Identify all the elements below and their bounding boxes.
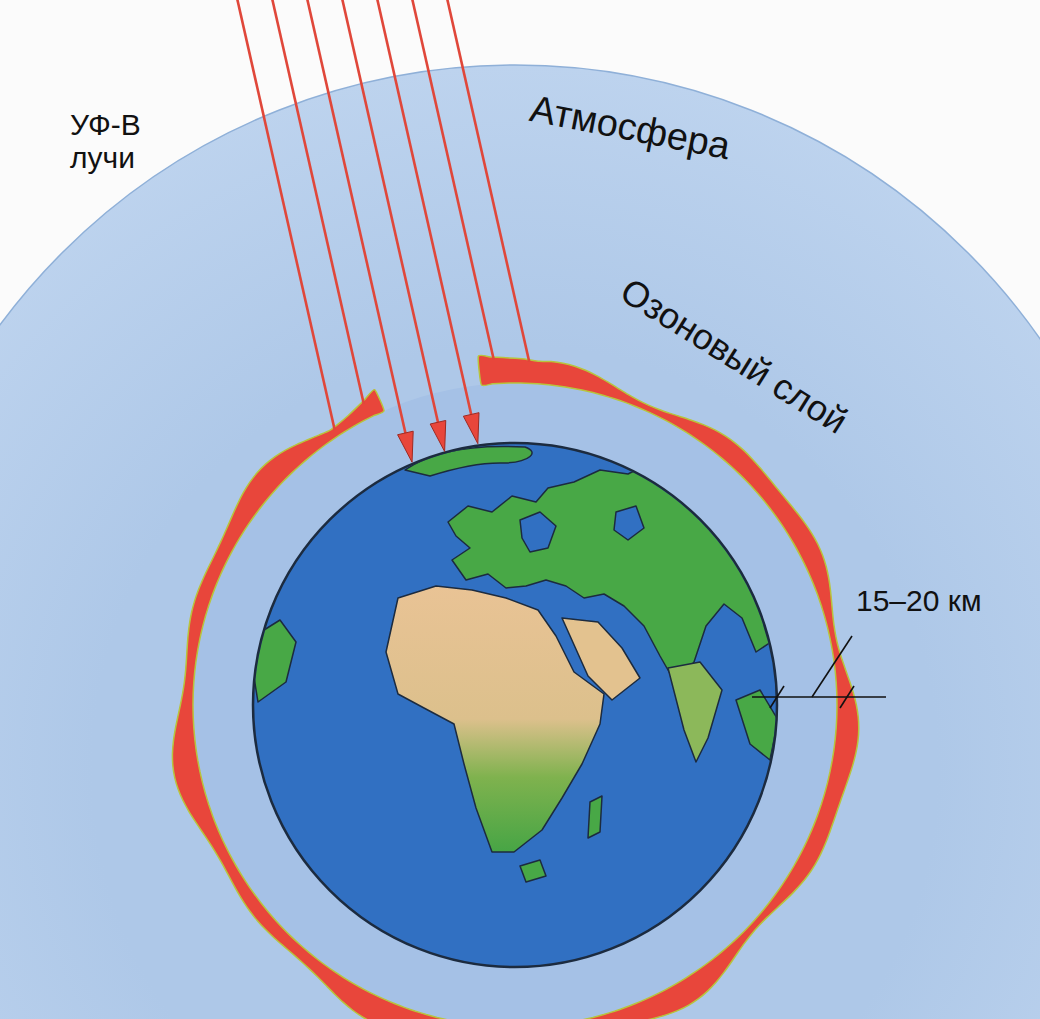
arctic-land: [405, 446, 532, 476]
dimension-marker: [752, 636, 886, 708]
madagascar: [588, 796, 602, 838]
uv-b-rays: [237, 0, 529, 462]
uv-ray: [412, 0, 494, 360]
baltic-sea: [520, 512, 556, 552]
ozone-band: [172, 355, 858, 1019]
island: [520, 860, 546, 882]
dimension-tick: [840, 686, 854, 708]
dimension-label: 15–20 км: [856, 584, 982, 617]
uv-ray: [377, 0, 473, 422]
ray-label: УФ-В лучи: [70, 108, 170, 174]
inland-sea: [614, 506, 644, 540]
arrowhead: [463, 413, 479, 444]
earth: [248, 443, 780, 967]
arabia: [562, 618, 640, 700]
atmosphere: [0, 65, 1040, 1019]
arrowhead: [430, 420, 446, 451]
dimension-tick: [770, 686, 784, 708]
ozone-layer: [172, 355, 858, 1019]
uv-ray: [447, 0, 529, 362]
arrowhead: [398, 431, 414, 462]
inner-atmosphere: [193, 383, 837, 1019]
southeast-asia: [736, 690, 778, 760]
uv-ray: [272, 0, 364, 404]
earth-outline: [253, 443, 777, 967]
leader-line: [812, 636, 852, 697]
dimension-line: [752, 696, 886, 698]
india: [668, 662, 722, 762]
south-america: [248, 620, 296, 702]
